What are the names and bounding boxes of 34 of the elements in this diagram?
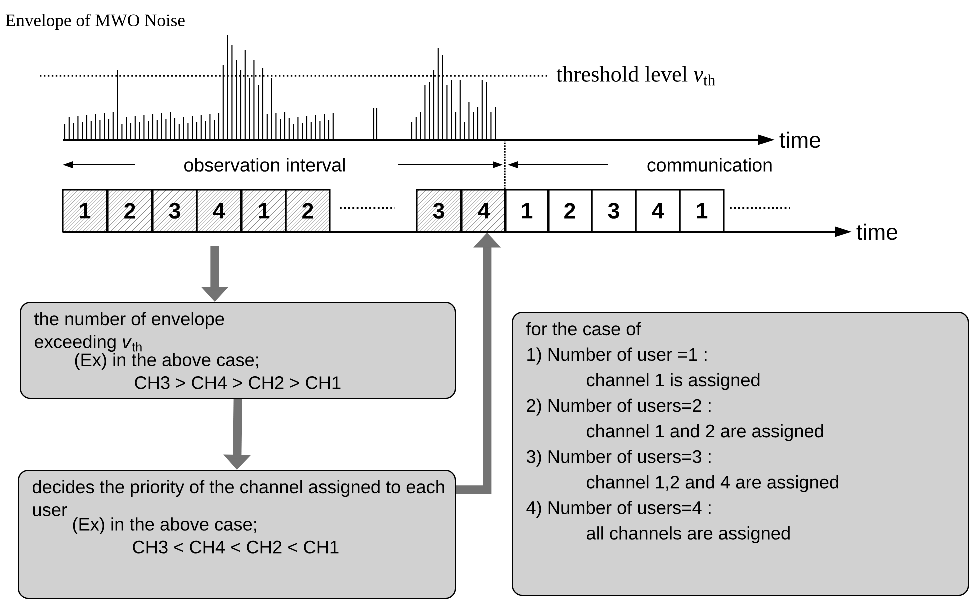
hatched-slot: 2 (107, 189, 153, 233)
node-label: for the case of (526, 322, 642, 336)
envelope-label: Envelope of MWO Noise (6, 14, 185, 30)
node-label: 2) Number of users=2 : (527, 398, 711, 416)
hatched-slot: 4 (461, 189, 507, 233)
hatched-slot: 2 (285, 189, 331, 233)
node-label: 4) Number of users=4 : (526, 501, 711, 518)
box-text: decides the priority of the channel assigned to each user (Ex) in the above case; CH3 < CH4 < CH2 < CH1 (33, 480, 444, 554)
axis-label: time (780, 132, 820, 148)
hatched-slot: 3 (152, 189, 198, 233)
slot: 4 (635, 189, 681, 233)
axis-label: time (856, 224, 898, 240)
interval-label: communication (648, 158, 772, 172)
process-box (20, 302, 456, 400)
hatched-slot: 3 (416, 189, 462, 233)
node-label: channel 1 is assigned (587, 373, 760, 390)
node-label: channel 1 and 2 are assigned (587, 424, 824, 442)
threshold-label: threshold level v$_{th}$ (556, 66, 716, 86)
slot: 3 (591, 189, 637, 233)
node-label: 1) Number of user =1 : (528, 348, 707, 365)
node-label: channel 1,2 and 4 are assigned (587, 475, 838, 492)
hatched-slot: 4 (196, 189, 242, 233)
hatched-slot: 1 (62, 189, 108, 233)
interval-label: observation interval (184, 158, 345, 172)
node-label: 3) Number of users=3 : (526, 450, 711, 467)
hatched-slot: 1 (241, 189, 287, 233)
box-text: for the case of 1) Number of user =1 : channel 1 is assigned 2) Number of users=2 : channel 1 and 2 are assigned 3) Number of users=3 : channel 1,2 and 4 are assigned 4) Number of users=4 : all channels are assigned (526, 322, 838, 544)
box-text: the number of envelope exceeding v$_{th}$ (Ex) in the above case; CH3 > CH4 > CH2 > CH1 (34, 312, 341, 390)
slot: 2 (547, 189, 593, 233)
process-box (18, 470, 456, 599)
node-label: all channels are assigned (587, 526, 790, 544)
process-box (512, 312, 970, 596)
slot: 1 (504, 189, 550, 233)
slot: 1 (679, 189, 725, 233)
